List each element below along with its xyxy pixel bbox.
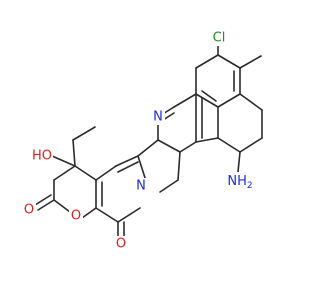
bond [81,207,97,219]
bond [237,151,241,173]
bond [37,199,55,211]
ring-nitrogen-label: N [151,109,165,125]
bond [217,137,241,153]
bond [157,139,181,153]
chlorine-label: Cl [209,30,229,46]
bond [195,137,219,143]
bond [95,207,119,223]
bond [217,93,241,108]
bond [173,93,197,108]
lactam-nitrogen-label: N [134,178,148,194]
bond [179,141,197,153]
bond [159,179,179,193]
bond [177,151,181,181]
bond [72,126,96,141]
svg-text:NH2: NH2 [227,174,252,191]
svg-text:O: O [24,203,34,218]
svg-text:Cl: Cl [213,31,226,46]
atom-label-layer: Cl N N HO O O O NH2 [22,30,254,252]
bond [117,161,139,173]
amine-label-main: NH [227,174,247,189]
bond [201,90,217,102]
svg-text:O: O [71,209,81,224]
svg-text:O: O [116,237,126,252]
bond [51,155,76,167]
bond [239,55,262,69]
bond [115,155,139,167]
lactam-carbonyl-oxygen-label: O [114,236,128,252]
bond [95,165,117,181]
bond [34,194,52,206]
bond [74,165,97,181]
bond [137,139,159,157]
svg-text:HO: HO [32,149,52,164]
bond [53,199,71,213]
bond [72,139,76,167]
lactone-carbonyl-oxygen-label: O [22,202,36,218]
amine-label: NH2 [227,172,254,191]
bond [239,93,263,111]
ring-oxygen-label: O [69,208,83,224]
bond-layer [34,43,263,241]
bond [53,165,76,181]
bond [217,54,241,69]
svg-text:N: N [153,110,163,125]
bond [117,207,141,223]
hydroxyl-label: HO [31,148,53,164]
bond [195,93,219,108]
amine-label-subscript: 2 [247,181,253,191]
molecule-structure: Cl N N HO O O O NH2 [22,30,263,252]
svg-text:N: N [136,179,146,194]
bond [195,54,219,69]
bond [239,137,263,153]
